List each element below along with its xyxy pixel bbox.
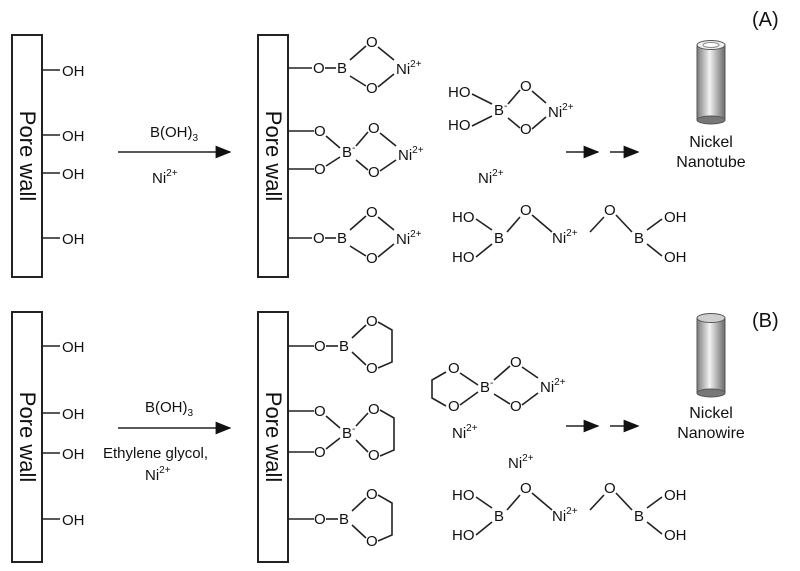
svg-text:B: B bbox=[337, 60, 347, 77]
svg-text:HO: HO bbox=[452, 209, 475, 226]
svg-text:HO: HO bbox=[448, 84, 471, 101]
svg-text:O: O bbox=[510, 354, 522, 371]
svg-text:O: O bbox=[366, 250, 378, 267]
svg-text:O: O bbox=[314, 511, 326, 528]
svg-text:O: O bbox=[368, 120, 380, 137]
svg-text:B-: B- bbox=[342, 424, 355, 442]
oh-b2: OH bbox=[62, 406, 85, 423]
oh-a2: OH bbox=[62, 128, 85, 145]
free-ion-b2: Ni2+ bbox=[508, 453, 534, 472]
product-b-line2: Nanowire bbox=[677, 425, 745, 442]
svg-text:O: O bbox=[520, 480, 532, 497]
svg-text:OH: OH bbox=[664, 209, 687, 226]
pore-wall-b2 bbox=[257, 311, 289, 563]
svg-text:O: O bbox=[366, 80, 378, 97]
pore-wall-a2 bbox=[257, 34, 289, 278]
svg-text:Ni2+: Ni2+ bbox=[540, 377, 566, 396]
svg-text:Ni2+: Ni2+ bbox=[396, 59, 422, 78]
svg-text:O: O bbox=[366, 486, 378, 503]
svg-text:O: O bbox=[520, 78, 532, 95]
oh-b3: OH bbox=[62, 446, 85, 463]
svg-text:OH: OH bbox=[664, 487, 687, 504]
svg-text:O: O bbox=[448, 360, 460, 377]
svg-text:O: O bbox=[313, 230, 325, 247]
product-a-line2: Nanotube bbox=[676, 154, 745, 171]
svg-text:B-: B- bbox=[494, 101, 507, 119]
svg-text:O: O bbox=[520, 202, 532, 219]
svg-text:O: O bbox=[366, 533, 378, 550]
pore-wall-b2-text: Pore wall bbox=[261, 392, 286, 482]
svg-text:O: O bbox=[314, 403, 326, 420]
svg-text:O: O bbox=[604, 480, 616, 497]
svg-text:B-: B- bbox=[342, 143, 355, 161]
svg-text:Ni2+: Ni2+ bbox=[398, 145, 424, 164]
svg-text:B: B bbox=[634, 508, 644, 525]
svg-text:O: O bbox=[314, 161, 326, 178]
svg-text:B: B bbox=[339, 511, 349, 528]
svg-text:B: B bbox=[337, 230, 347, 247]
svg-text:HO: HO bbox=[452, 487, 475, 504]
pore-wall-a1 bbox=[11, 34, 43, 278]
svg-text:O: O bbox=[604, 202, 616, 219]
svg-text:O: O bbox=[368, 401, 380, 418]
svg-text:Ni2+: Ni2+ bbox=[552, 506, 578, 525]
svg-text:Ni2+: Ni2+ bbox=[396, 229, 422, 248]
svg-text:O: O bbox=[510, 398, 522, 415]
nickel-nanotube-icon bbox=[696, 40, 726, 125]
ion-b: Ni2+ bbox=[145, 465, 171, 484]
svg-text:OH: OH bbox=[664, 249, 687, 266]
product-b-line1: Nickel bbox=[689, 405, 733, 422]
panel-b: (B) Pore wall OH OH OH OH B(OH)3 Ethylen… bbox=[11, 310, 779, 563]
free-ion-a: Ni2+ bbox=[478, 168, 504, 187]
oh-a3: OH bbox=[62, 166, 85, 183]
svg-text:O: O bbox=[520, 121, 532, 138]
svg-text:Ni2+: Ni2+ bbox=[552, 228, 578, 247]
svg-text:O: O bbox=[368, 164, 380, 181]
ion-a: Ni2+ bbox=[152, 168, 178, 187]
svg-text:B-: B- bbox=[480, 378, 493, 396]
svg-text:B: B bbox=[634, 230, 644, 247]
svg-text:O: O bbox=[448, 398, 460, 415]
svg-text:Ni2+: Ni2+ bbox=[548, 102, 574, 121]
oh-b4: OH bbox=[62, 512, 85, 529]
pore-wall-b1-text: Pore wall bbox=[15, 392, 40, 482]
pore-wall-a1-text: Pore wall bbox=[15, 111, 40, 201]
svg-text:B: B bbox=[339, 338, 349, 355]
svg-text:O: O bbox=[314, 338, 326, 355]
reagent-a: B(OH)3 bbox=[150, 124, 199, 144]
reagent-b-line2: Ethylene glycol, bbox=[103, 445, 208, 462]
nickel-nanowire-icon bbox=[696, 313, 726, 398]
panel-b-label: (B) bbox=[752, 310, 779, 332]
panel-a-label: (A) bbox=[752, 9, 779, 31]
pore-wall-a2-text: Pore wall bbox=[261, 111, 286, 201]
svg-text:B: B bbox=[494, 508, 504, 525]
svg-text:HO: HO bbox=[452, 249, 475, 266]
svg-text:O: O bbox=[313, 60, 325, 77]
reagent-b: B(OH)3 bbox=[145, 399, 194, 419]
oh-b1: OH bbox=[62, 339, 85, 356]
oh-a4: OH bbox=[62, 231, 85, 248]
product-a-line1: Nickel bbox=[689, 134, 733, 151]
svg-text:O: O bbox=[366, 313, 378, 330]
svg-text:O: O bbox=[314, 444, 326, 461]
free-ion-b1: Ni2+ bbox=[452, 423, 478, 442]
pore-wall-b1 bbox=[11, 311, 43, 563]
svg-text:O: O bbox=[366, 204, 378, 221]
panel-a: (A) Pore wall OH OH OH OH B(OH)3 Ni2+ Po… bbox=[11, 9, 779, 278]
svg-text:HO: HO bbox=[452, 527, 475, 544]
svg-text:O: O bbox=[366, 34, 378, 51]
svg-text:OH: OH bbox=[664, 527, 687, 544]
svg-text:O: O bbox=[366, 360, 378, 377]
svg-text:O: O bbox=[314, 123, 326, 140]
svg-text:HO: HO bbox=[448, 117, 471, 134]
oh-a1: OH bbox=[62, 63, 85, 80]
svg-text:O: O bbox=[368, 447, 380, 464]
svg-text:B: B bbox=[494, 230, 504, 247]
